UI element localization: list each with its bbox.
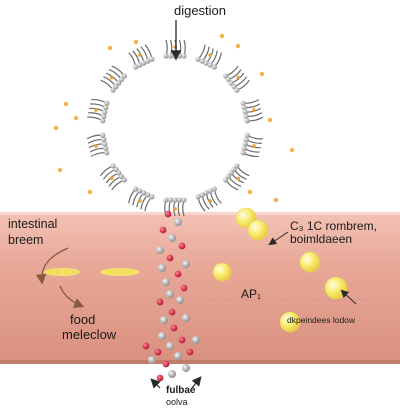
ap-label: AP₁	[241, 287, 262, 301]
phospholipid-cluster	[100, 163, 127, 191]
digestion-label: digestion	[173, 3, 227, 18]
intestinal-label: intestinal	[8, 217, 58, 231]
intestine-top-edge	[0, 212, 400, 215]
absorbed-molecules	[142, 210, 200, 382]
intestine-bottom-edge	[0, 360, 400, 364]
food-label: food	[70, 312, 96, 327]
flow-arrow-upper	[35, 247, 69, 285]
phospholipid-cluster	[128, 44, 155, 70]
phospholipid-cluster	[87, 98, 110, 124]
phospholipid-cluster	[86, 132, 110, 157]
phospholipid-cluster	[223, 163, 250, 191]
bottom-arrow-right	[191, 376, 202, 389]
phospholipid-cluster	[195, 44, 222, 70]
phospholipid-cluster	[128, 186, 155, 212]
membrane-label: C₃ 1C rombrem,	[290, 219, 377, 233]
right-small-pointer	[340, 289, 357, 305]
fatty-acid-dots	[53, 33, 295, 203]
right-label-pointer	[268, 231, 289, 246]
bottom-sublabel: oolva	[166, 397, 188, 407]
micelle-ring	[86, 39, 264, 217]
phospholipid-cluster	[223, 65, 250, 93]
food-molecule-label: meleclow	[62, 327, 117, 342]
phospholipid-cluster	[100, 65, 127, 93]
intestine-fold	[0, 296, 400, 302]
phospholipid-cluster	[163, 39, 187, 59]
breem-label: breem	[8, 233, 44, 247]
bottom-label: fulbae	[166, 385, 196, 396]
droplet-label: dkpeindees lodow	[287, 315, 356, 325]
phospholipid-cluster	[195, 186, 222, 212]
fat-particles	[44, 268, 140, 276]
phospholipid-cluster	[240, 132, 263, 158]
bottom-arrow-left	[150, 378, 161, 389]
membrane-label-line2: boimldaeen	[290, 232, 353, 246]
flow-arrow-lower	[59, 285, 85, 308]
phospholipid-cluster	[240, 99, 264, 124]
